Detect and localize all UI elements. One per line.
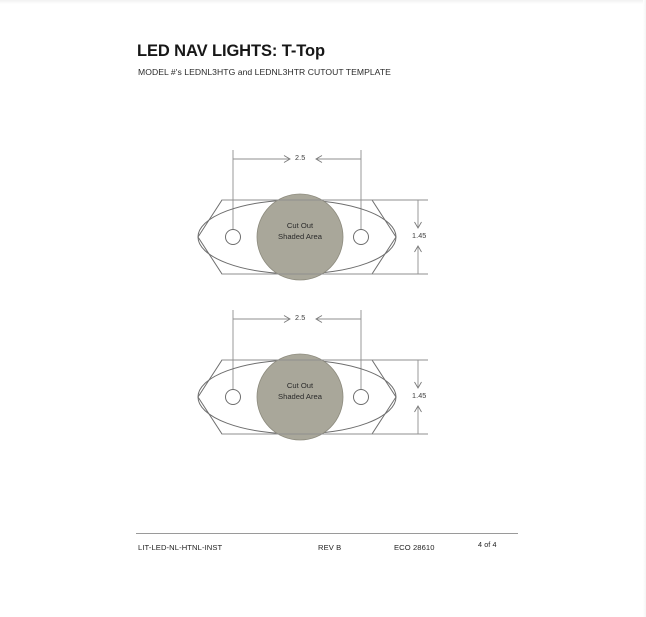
dimension-lines-horizontal <box>232 310 362 402</box>
mounting-hole-left <box>225 389 241 405</box>
mounting-hole-right <box>353 229 369 245</box>
footer-page-number: 4 of 4 <box>478 540 497 549</box>
mounting-hole-right <box>353 389 369 405</box>
footer-eco-number: ECO 28610 <box>394 543 435 552</box>
vertical-dimension-label: 1.45 <box>412 391 427 400</box>
scan-edge-artifact-right <box>643 0 646 617</box>
dimension-arrows-vertical <box>414 221 422 253</box>
mounting-hole-left <box>225 229 241 245</box>
dimension-lines-vertical <box>222 199 428 275</box>
dimension-arrows-vertical <box>414 381 422 413</box>
cutout-template-diagram-1: 2.5 1.45 Cut Out Shaded Area <box>186 145 456 290</box>
dimension-arrows-horizontal <box>283 315 323 323</box>
horizontal-dimension-label: 2.5 <box>295 313 306 322</box>
cutout-shaded-circle <box>256 193 344 281</box>
vertical-dimension-label: 1.45 <box>412 231 427 240</box>
dimension-arrows-horizontal <box>283 155 323 163</box>
page-title: LED NAV LIGHTS: T-Top <box>137 42 325 60</box>
horizontal-dimension-label: 2.5 <box>295 153 306 162</box>
page-subtitle: MODEL #'s LEDNL3HTG and LEDNL3HTR CUTOUT… <box>138 67 391 77</box>
dimension-lines-horizontal <box>232 150 362 242</box>
cutout-template-diagram-2: 2.5 1.45 Cut Out Shaded Area <box>186 305 456 450</box>
footer-divider <box>136 533 518 534</box>
footer-revision: REV B <box>318 543 342 552</box>
dimension-lines-vertical <box>222 359 428 435</box>
footer-document-number: LIT-LED-NL-HTNL-INST <box>138 543 223 552</box>
cutout-shaded-circle <box>256 353 344 441</box>
scan-edge-artifact-top <box>0 0 646 4</box>
